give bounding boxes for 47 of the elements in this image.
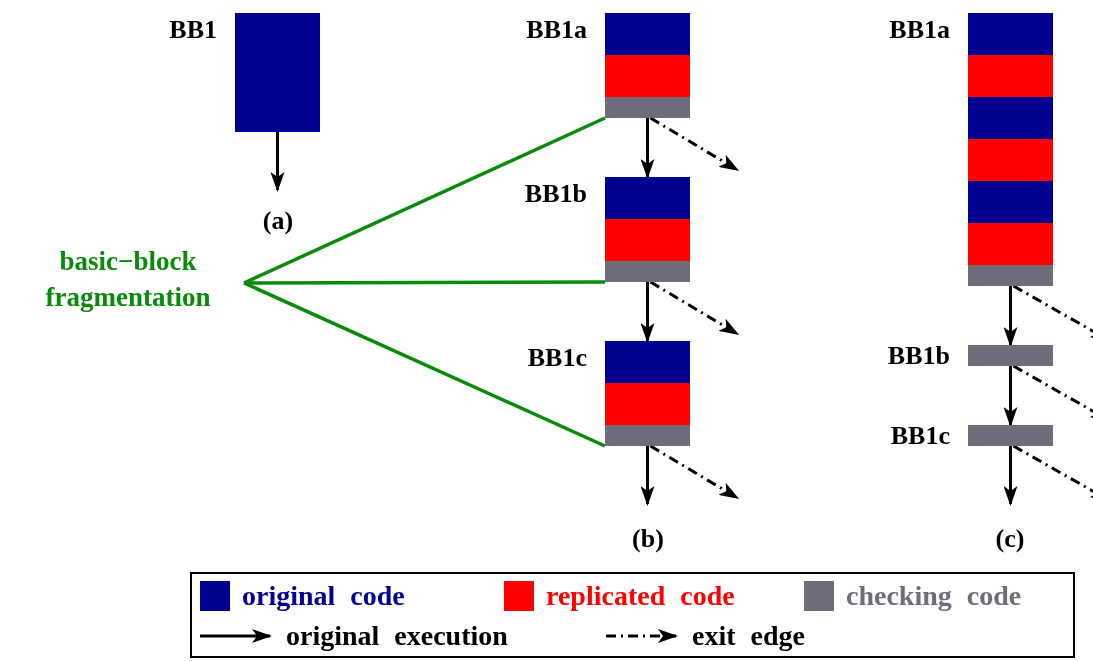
block-label: BB1c xyxy=(889,425,950,446)
checking-code-segment xyxy=(605,425,690,446)
replicated-code-segment xyxy=(605,219,690,261)
block-label: BB1a xyxy=(888,14,950,46)
exit-edge-arrow xyxy=(649,444,740,500)
original-code-segment xyxy=(968,13,1053,55)
exit-edge-arrow xyxy=(649,116,740,172)
execution-arrow xyxy=(270,132,285,192)
execution-arrow xyxy=(640,446,655,506)
original-code-segment xyxy=(968,97,1053,139)
legend-text: replicated code xyxy=(546,580,735,612)
execution-arrow xyxy=(1003,446,1018,506)
checking-code-segment xyxy=(605,97,690,118)
replicated-code-segment xyxy=(605,55,690,97)
replicated-code-segment xyxy=(968,223,1053,265)
panel-label: (c) xyxy=(995,524,1025,554)
exit-edge-arrow xyxy=(649,280,740,336)
checking-code-segment xyxy=(968,425,1053,446)
panel-label: (b) xyxy=(632,524,664,554)
execution-arrow xyxy=(1003,286,1018,347)
legend-text: original code xyxy=(242,580,405,612)
original-code-segment xyxy=(968,181,1053,223)
original-code-segment xyxy=(235,13,320,132)
checking-code-segment xyxy=(968,265,1053,286)
block-label: BB1b xyxy=(523,178,587,210)
panel-label: (a) xyxy=(262,206,294,236)
original-code-segment xyxy=(605,341,690,383)
leader-line xyxy=(243,281,606,448)
execution-arrow xyxy=(1003,366,1018,427)
replicated-code-segment xyxy=(968,55,1053,97)
block-label: BB1a xyxy=(525,14,587,46)
execution-arrow xyxy=(640,282,655,343)
replicated-code-segment xyxy=(968,139,1053,181)
execution-arrow xyxy=(640,118,655,179)
leader-line xyxy=(243,116,606,285)
checking-code-segment xyxy=(605,261,690,282)
legend-text: original execution xyxy=(286,620,508,652)
legend-text: checking code xyxy=(846,580,1022,612)
replicated-code-segment xyxy=(605,383,690,425)
original-code-segment xyxy=(605,177,690,219)
annotation-text: basic−block fragmentation xyxy=(12,243,244,315)
block-label: BB1 xyxy=(168,14,217,46)
legend-text: exit edge xyxy=(692,620,805,652)
original-code-segment xyxy=(605,13,690,55)
block-label: BB1c xyxy=(526,342,587,374)
checking-code-segment xyxy=(968,345,1053,366)
block-label: BB1b xyxy=(886,345,950,366)
